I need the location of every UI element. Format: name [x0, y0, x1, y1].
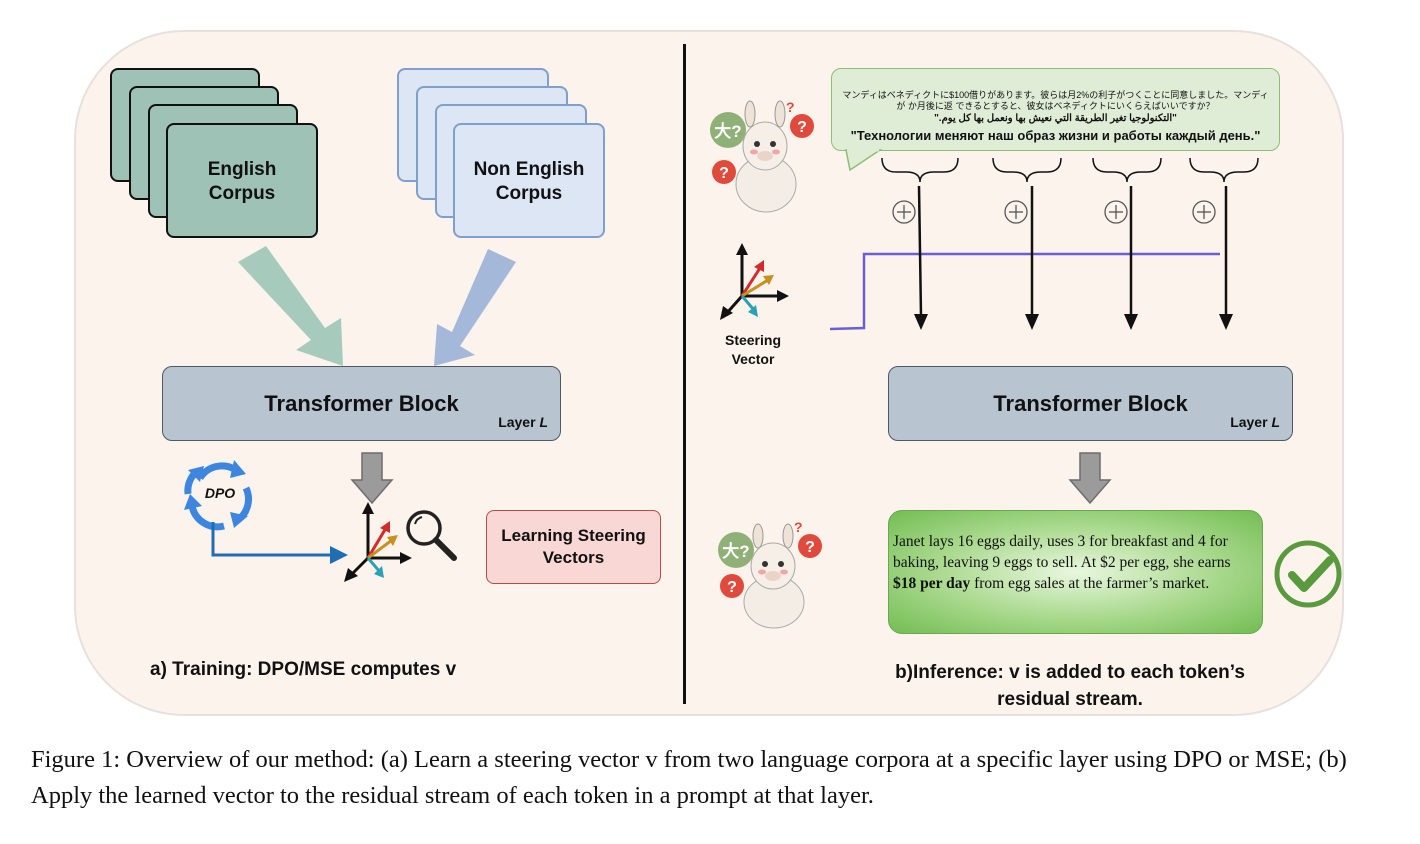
- prompt-arabic: "التكنولوجيا تغير الطريقة التي نعيش بها …: [934, 113, 1177, 124]
- layer-prefix: Layer: [1230, 414, 1272, 430]
- steering-vector-label: Steering Vector: [724, 332, 781, 367]
- dpo-cycle-icon: DPO: [184, 460, 252, 531]
- svg-text:?: ?: [786, 99, 795, 115]
- steering-vector-line: [829, 252, 1220, 331]
- transformer-block-left: Transformer Block Layer L: [162, 366, 561, 441]
- transformer-title: Transformer Block: [993, 391, 1188, 416]
- transformer-block-right: Transformer Block Layer L: [888, 366, 1293, 441]
- inference-caption: b)Inference: v is added to each token’s …: [895, 662, 1245, 710]
- svg-text:大?: 大?: [714, 121, 741, 141]
- non-english-corpus-label: Non English Corpus: [473, 159, 585, 204]
- dpo-label: DPO: [205, 485, 235, 501]
- english-corpus-label: English Corpus: [207, 159, 277, 204]
- learning-steering-vectors-label: Learning Steering Vectors: [501, 526, 646, 567]
- vector-axes-icon: [720, 243, 789, 320]
- plus-circle-icon: [892, 200, 1216, 224]
- svg-text:?: ?: [727, 579, 737, 596]
- prompt-bubble: マンディはベネディクトに$100借りがあります。彼らは月2%の利子がつくことに同…: [831, 68, 1280, 151]
- non-english-corpus-card: Non English Corpus: [453, 123, 605, 238]
- prompt-japanese: マンディはベネディクトに$100借りがあります。彼らは月2%の利子がつくことに同…: [842, 90, 1269, 111]
- check-circle-icon: [1274, 540, 1342, 608]
- token-braces: [881, 157, 1259, 183]
- non-english-arrow: [434, 249, 516, 366]
- answer-bold: $18 per day: [893, 575, 971, 592]
- learning-steering-vectors-box: Learning Steering Vectors: [486, 510, 661, 584]
- svg-text:?: ?: [805, 539, 815, 556]
- panel-divider: [683, 44, 686, 704]
- magnifier-icon: [406, 510, 457, 561]
- vector-axes-icon: [344, 502, 412, 582]
- prompt-russian: "Технологии меняют наш образ жизни и раб…: [850, 128, 1261, 143]
- answer-text-1: Janet lays 16 eggs daily, uses 3 for bre…: [893, 533, 1231, 571]
- layer-var: L: [539, 414, 548, 430]
- answer-text-2: from egg sales at the farmer’s market.: [970, 575, 1210, 592]
- english-corpus-card: English Corpus: [166, 123, 318, 238]
- token-arrows: [914, 185, 1233, 330]
- figure-caption: Figure 1: Overview of our method: (a) Le…: [31, 746, 1347, 809]
- answer-box: Janet lays 16 eggs daily, uses 3 for bre…: [888, 510, 1263, 634]
- layer-var: L: [1271, 414, 1280, 430]
- training-caption: a) Training: DPO/MSE computes v: [150, 659, 457, 680]
- svg-text:?: ?: [719, 165, 729, 182]
- transformer-title: Transformer Block: [264, 391, 459, 416]
- llama-icon: 大? ? ? ?: [710, 99, 814, 213]
- svg-text:?: ?: [794, 519, 803, 535]
- svg-text:大?: 大?: [722, 541, 749, 561]
- english-arrow: [238, 246, 343, 366]
- layer-label: Layer L: [498, 414, 548, 430]
- layer-label: Layer L: [1230, 414, 1280, 430]
- layer-prefix: Layer: [498, 414, 540, 430]
- llama-icon: 大? ? ? ?: [718, 519, 822, 629]
- svg-text:?: ?: [797, 119, 807, 136]
